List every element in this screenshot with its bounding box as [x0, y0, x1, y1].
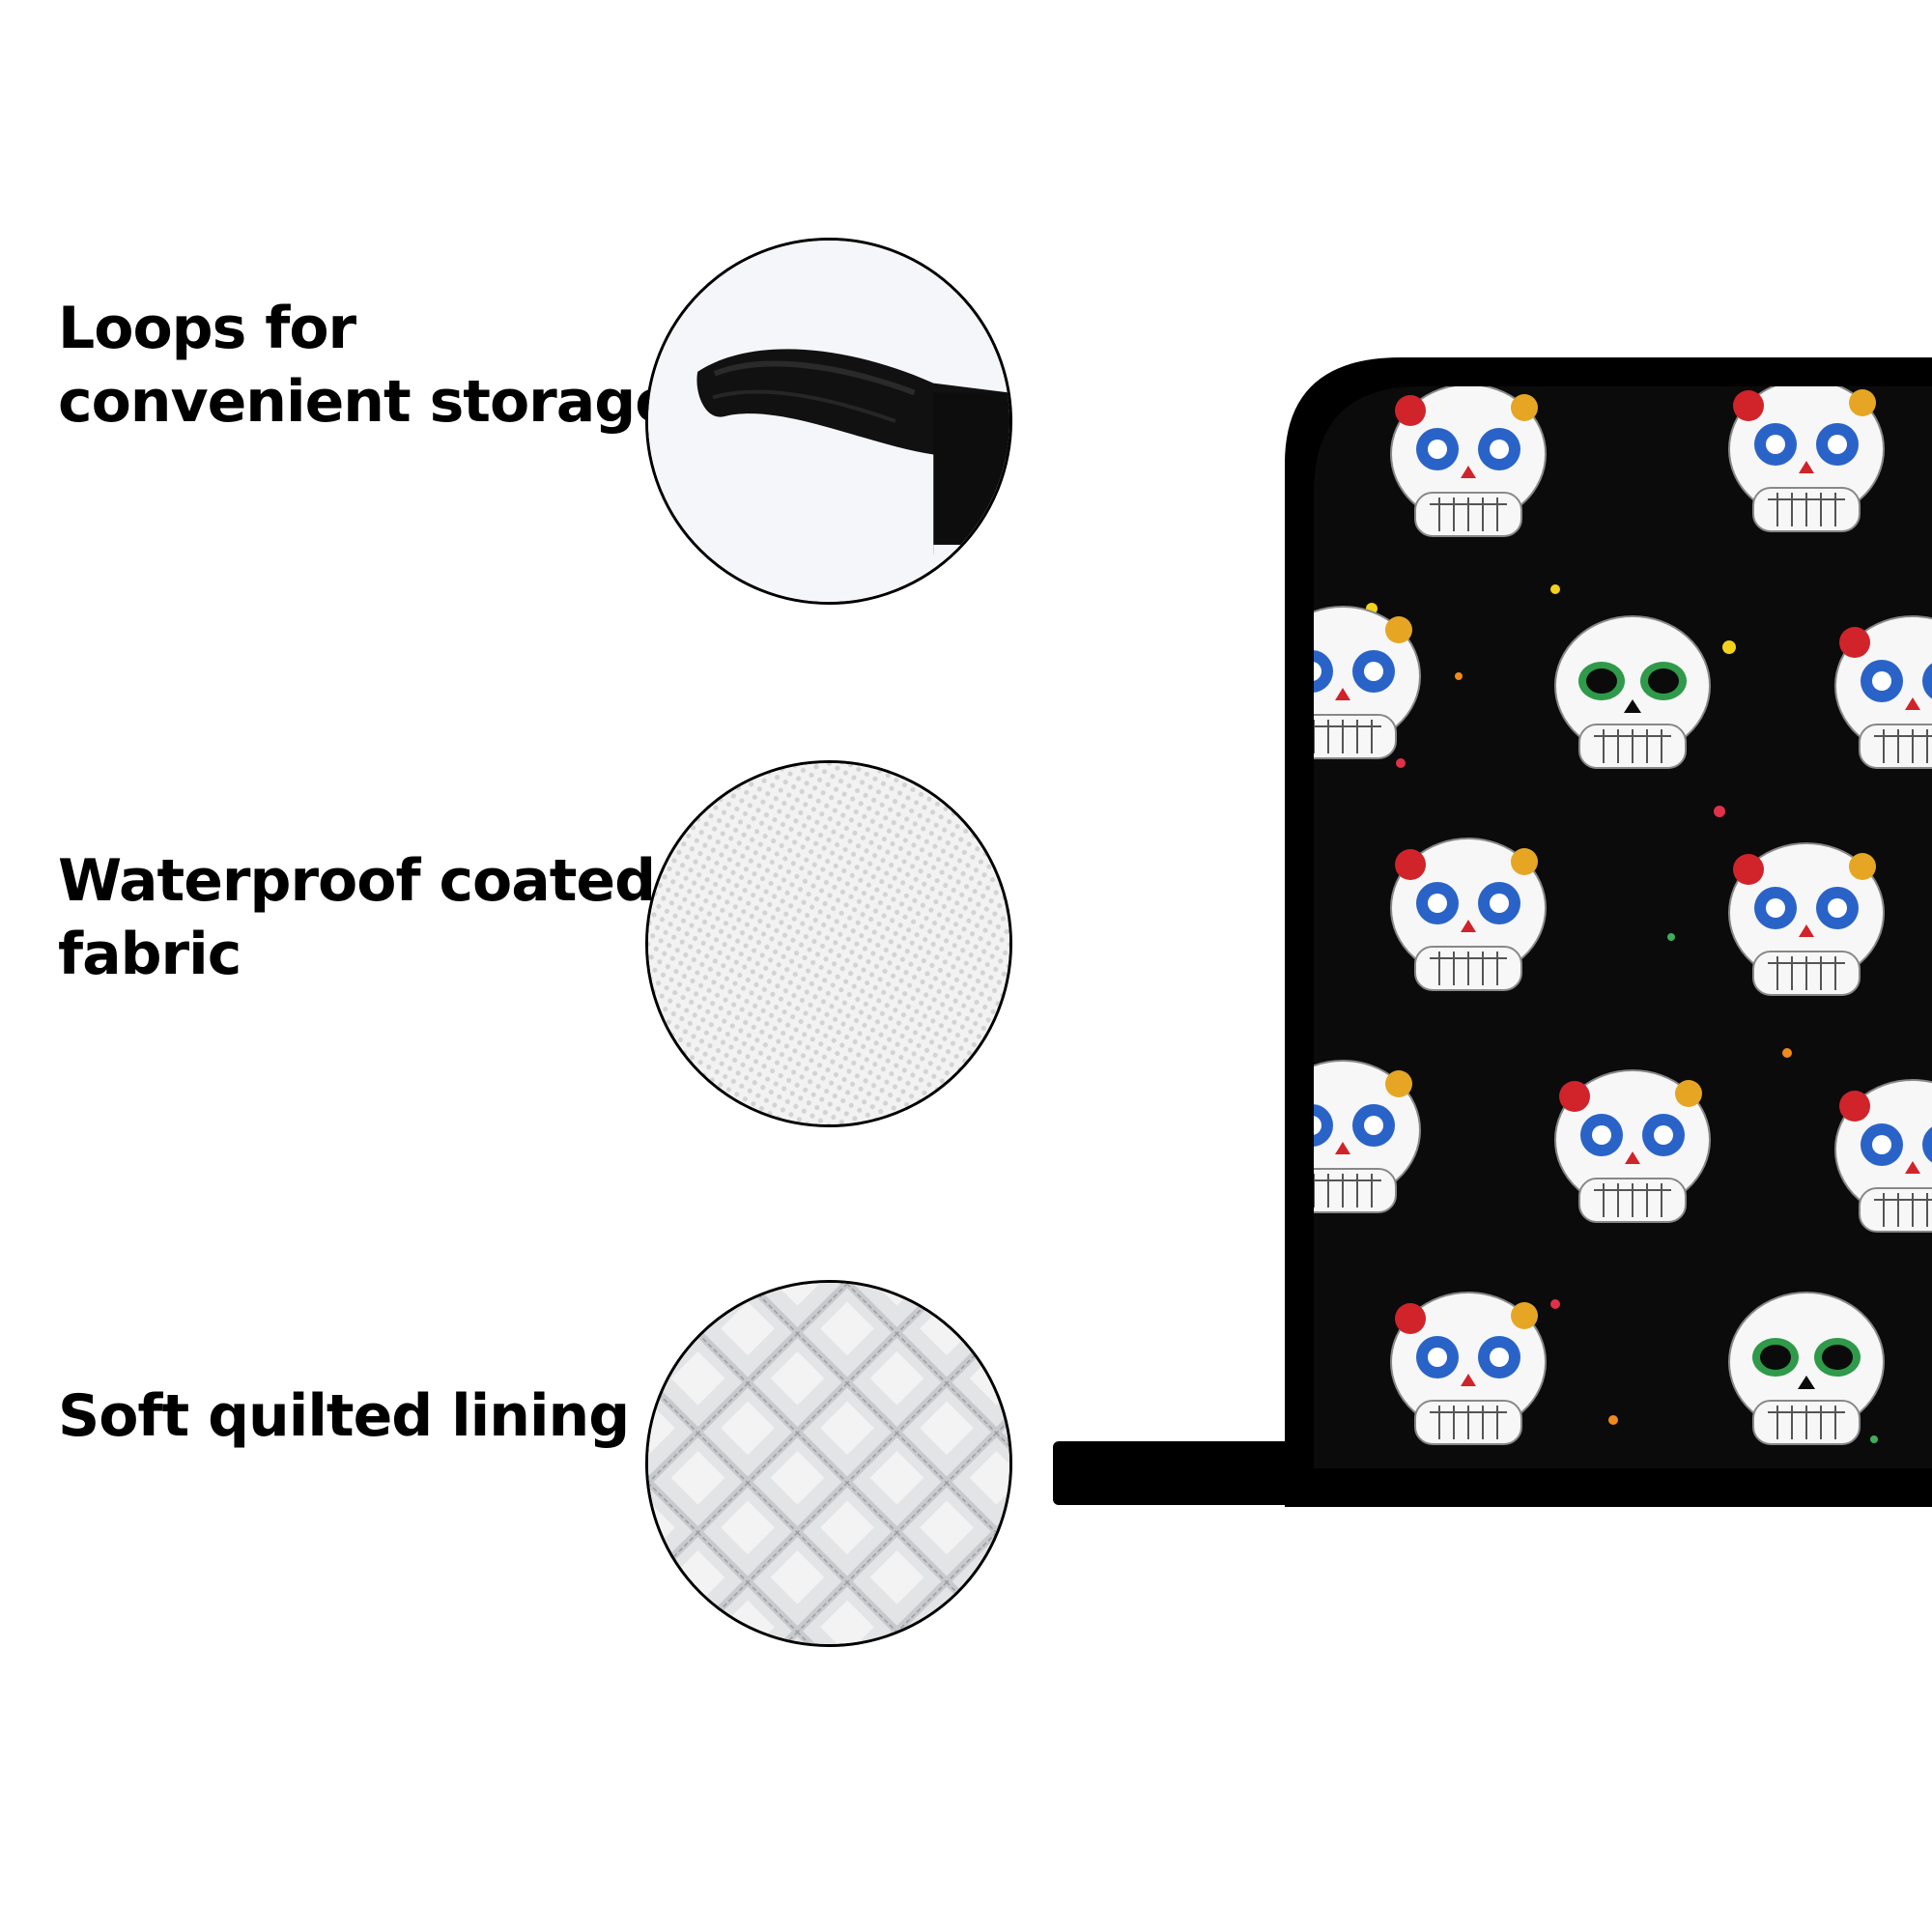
sugar-skull-pattern-icon [1053, 357, 1932, 1507]
feature-label-waterproof: Waterproof coated fabric [58, 847, 656, 988]
pot-holder-image [1053, 357, 1932, 1517]
mesh-fabric-closeup-icon [645, 760, 1012, 1127]
quilted-lining-closeup-icon [645, 1280, 1012, 1647]
feature-label-quilted: Soft quilted lining [58, 1382, 630, 1450]
hanging-loop-closeup-icon [645, 238, 1012, 605]
feature-label-loops: Loops for convenient storage [58, 295, 674, 436]
